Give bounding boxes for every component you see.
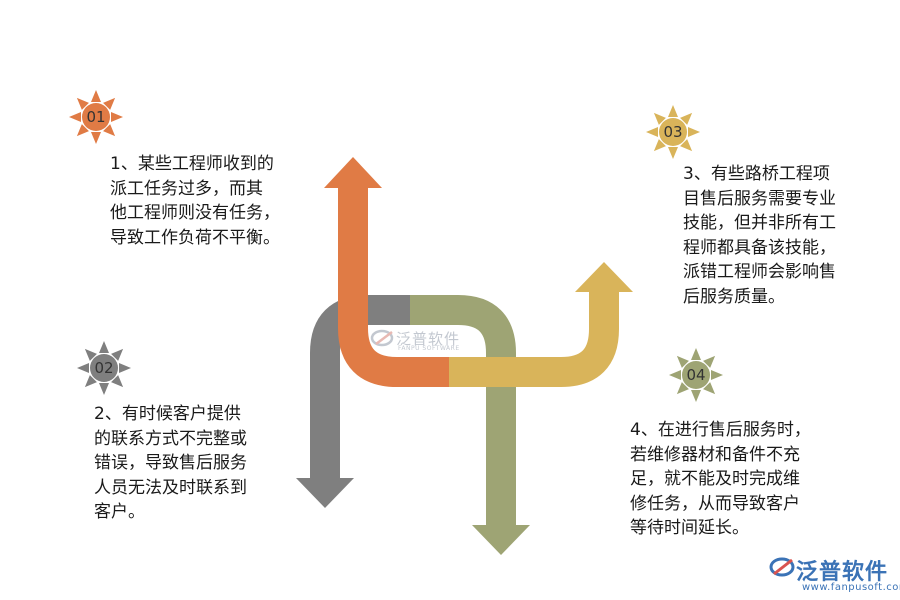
logo-text: 泛普软件: [796, 560, 889, 585]
watermark-text: 泛普软件: [396, 330, 461, 348]
item-text-2: 2、有时候客户提供 的联系方式不完整或 错误，导致售后服务 人员无法及时联系到 …: [94, 404, 247, 522]
badge-number-01: 01: [86, 108, 106, 126]
badge-number-02: 02: [94, 359, 114, 377]
watermark-logo-mark: [370, 329, 394, 347]
watermark-subtitle: FANPU SOFTWARE: [398, 345, 460, 352]
item-text-1: 1、某些工程师收到的 派工任务过多，而其 他工程师则没有任务， 导致工作负荷不平…: [110, 154, 280, 248]
badge-number-03: 03: [663, 123, 683, 141]
sun-badge-01: [69, 90, 123, 144]
orange-arrow: [324, 157, 449, 387]
badge-number-04: 04: [686, 366, 706, 384]
olive-arrow: [410, 295, 530, 555]
gold-arrow: [449, 262, 633, 387]
item-text-4: 4、在进行售后服务时， 若维修器材和备件不充 足，就不能及时完成维 修任务，从而…: [630, 420, 811, 538]
item-text-3: 3、有些路桥工程项 目售后服务需要专业 技能，但并非所有工 程师都具备该技能， …: [683, 164, 836, 307]
logo-url: www.fanpusoft.com: [802, 582, 900, 593]
sun-badge-03: [646, 105, 700, 159]
sun-badge-02: [77, 341, 131, 395]
sun-badge-04: [669, 348, 723, 402]
logo-mark: [769, 557, 795, 577]
